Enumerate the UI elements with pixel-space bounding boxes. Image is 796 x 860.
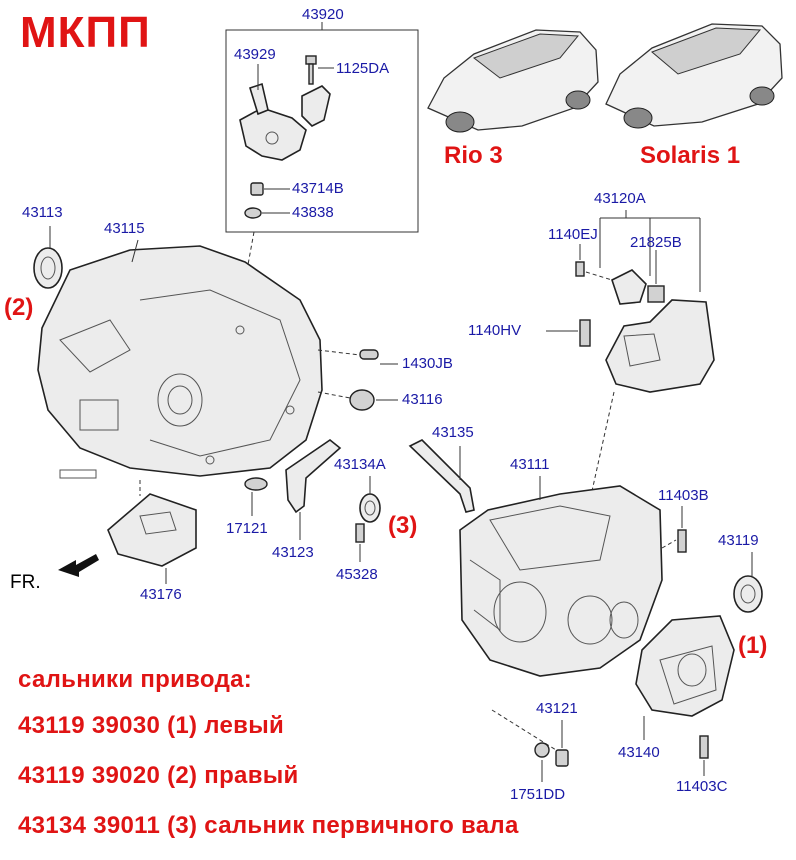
rod-43135 xyxy=(408,439,475,513)
pin-1430JB xyxy=(359,349,379,360)
transmission-case-43111 xyxy=(459,485,663,677)
dash-mount xyxy=(589,391,615,501)
label-1125DA: 1125DA xyxy=(336,60,390,77)
bolt-1140EJ xyxy=(575,261,585,277)
mount-bracket-43176 xyxy=(107,493,197,567)
bolt-11403C xyxy=(699,735,709,759)
seal-43119 xyxy=(733,575,763,613)
label-43120A: 43120A xyxy=(594,190,646,207)
label-43121: 43121 xyxy=(536,700,578,717)
page-title: МКПП xyxy=(20,8,151,57)
washer-17121 xyxy=(244,477,268,491)
bolt-1140HV xyxy=(579,319,591,347)
cover-43140 xyxy=(635,615,735,717)
label-43714B: 43714B xyxy=(292,180,344,197)
dash-43116 xyxy=(317,391,351,399)
fr-arrow-icon xyxy=(58,554,99,577)
label-43113: 43113 xyxy=(22,204,63,221)
seal-43134A xyxy=(359,493,381,523)
washer-43838 xyxy=(244,207,262,219)
cap-43116 xyxy=(349,389,375,411)
car-image-rio xyxy=(427,29,599,133)
label-43119: 43119 xyxy=(718,532,759,549)
label-43140: 43140 xyxy=(618,744,660,761)
note-line-1: 43119 39030 (1) левый xyxy=(18,712,285,739)
direction-label: FR. xyxy=(10,572,41,593)
label-17121: 17121 xyxy=(226,520,268,537)
mount-piece xyxy=(611,269,647,305)
label-43929: 43929 xyxy=(234,46,276,63)
label-43838: 43838 xyxy=(292,204,334,221)
model-rio: Rio 3 xyxy=(444,142,503,169)
label-43115: 43115 xyxy=(104,220,145,237)
bolt-11403B xyxy=(677,529,687,553)
seal-43113 xyxy=(33,247,63,289)
note-line-2: 43119 39020 (2) правый xyxy=(18,762,299,789)
car-image-solaris xyxy=(605,23,783,129)
bolt-45328 xyxy=(355,523,365,543)
label-43176: 43176 xyxy=(140,586,182,603)
label-43123: 43123 xyxy=(272,544,314,561)
bolt-1125DA xyxy=(305,55,317,85)
label-11403C: 11403C xyxy=(676,778,728,795)
lever-part xyxy=(301,85,331,127)
mount-43120A xyxy=(605,299,715,393)
dash-11403B xyxy=(661,539,677,549)
clutch-housing-43115 xyxy=(37,245,323,479)
label-43116: 43116 xyxy=(402,391,443,408)
ref-left-seal: (2) xyxy=(4,294,34,321)
label-43111: 43111 xyxy=(510,456,550,473)
note-line-3: 43134 39011 (3) сальник первичного вала xyxy=(18,812,519,839)
label-43135: 43135 xyxy=(432,424,474,441)
block-21825B xyxy=(647,285,665,303)
label-1751DD: 1751DD xyxy=(510,786,566,803)
ref-right-seal: (1) xyxy=(738,632,768,659)
ref-input-seal: (3) xyxy=(388,512,418,539)
gasket-1751DD xyxy=(534,742,550,758)
model-solaris: Solaris 1 xyxy=(640,142,741,169)
plug-43121 xyxy=(555,749,569,767)
note-heading: сальники привода: xyxy=(18,666,253,693)
label-11403B: 11403B xyxy=(658,487,709,504)
dash-1140EJ xyxy=(585,271,613,281)
label-43920: 43920 xyxy=(302,6,344,23)
label-1430JB: 1430JB xyxy=(402,355,453,372)
dash-1430JB xyxy=(317,349,361,356)
shift-bracket-43929 xyxy=(239,82,307,161)
label-1140EJ: 1140EJ xyxy=(548,226,598,243)
label-21825B: 21825B xyxy=(630,234,682,251)
label-45328: 45328 xyxy=(336,566,378,583)
label-43134A: 43134A xyxy=(334,456,386,473)
fork-43123 xyxy=(285,439,342,514)
dash-43121 xyxy=(491,709,557,751)
bushing-43714B xyxy=(250,182,264,196)
leader-43115 xyxy=(131,239,139,263)
label-1140HV: 1140HV xyxy=(468,322,522,339)
